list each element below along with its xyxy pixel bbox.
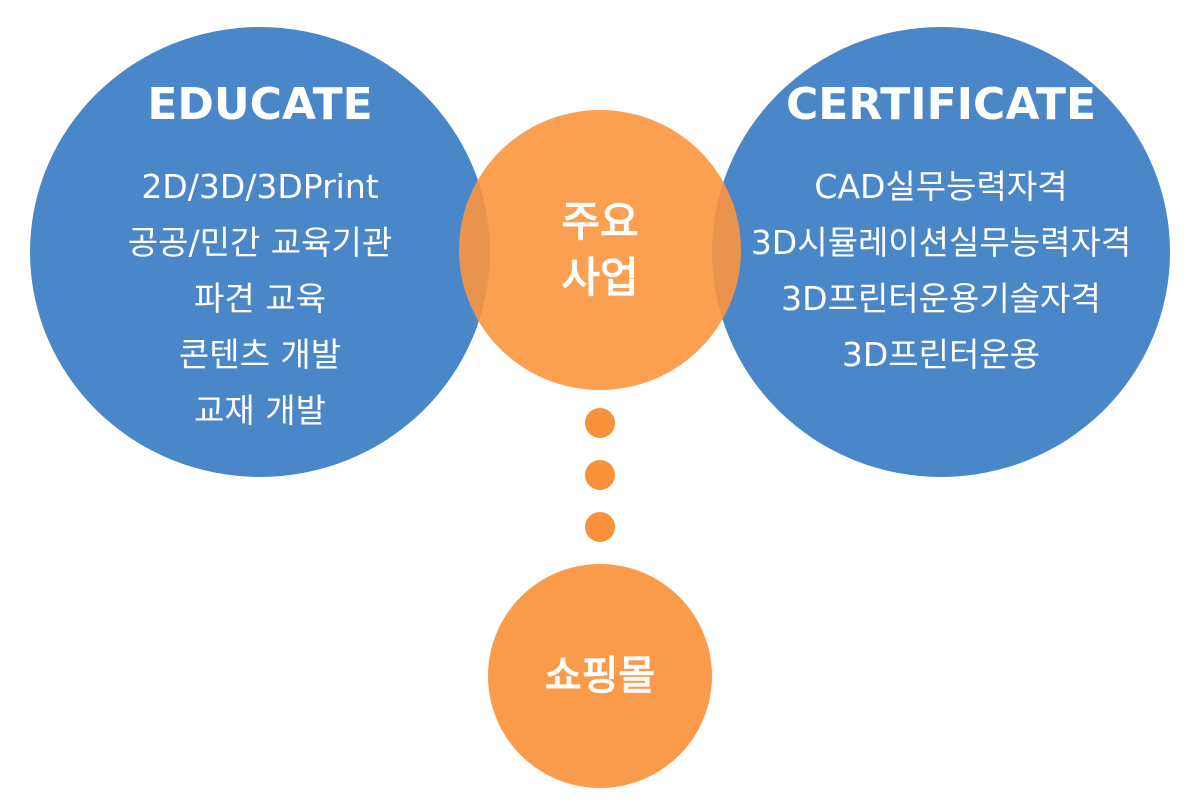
certificate-item: 3D프린터운용 — [841, 335, 1041, 374]
connector-dot — [585, 460, 615, 490]
certificate-item: 3D프린터운용기술자격 — [781, 279, 1101, 318]
educate-list: 2D/3D/3DPrint 공공/민간 교육기관 파견 교육 콘텐츠 개발 교재… — [128, 159, 393, 439]
certificate-title: CERTIFICATE — [785, 79, 1097, 130]
certificate-item: CAD실무능력자격 — [814, 167, 1068, 206]
educate-item: 파견 교육 — [194, 279, 326, 318]
shopping-mall-circle: 쇼핑몰 — [488, 564, 712, 788]
educate-title: EDUCATE — [147, 79, 373, 130]
educate-item: 2D/3D/3DPrint — [141, 167, 379, 206]
certificate-circle: CERTIFICATE CAD실무능력자격 3D시뮬레이션실무능력자격 3D프린… — [712, 27, 1170, 477]
core-business-label: 주요 사업 — [561, 197, 639, 302]
educate-item: 교재 개발 — [194, 391, 326, 430]
certificate-item: 3D시뮬레이션실무능력자격 — [750, 223, 1132, 262]
connector-dot — [585, 408, 615, 438]
shopping-mall-label: 쇼핑몰 — [544, 653, 656, 699]
educate-item: 공공/민간 교육기관 — [127, 223, 393, 262]
educate-item: 콘텐츠 개발 — [178, 335, 342, 374]
connector-dot — [585, 512, 615, 542]
core-business-circle: 주요 사업 — [459, 110, 741, 390]
certificate-list: CAD실무능력자격 3D시뮬레이션실무능력자격 3D프린터운용기술자격 3D프린… — [751, 159, 1131, 383]
educate-circle: EDUCATE 2D/3D/3DPrint 공공/민간 교육기관 파견 교육 콘… — [30, 27, 490, 477]
